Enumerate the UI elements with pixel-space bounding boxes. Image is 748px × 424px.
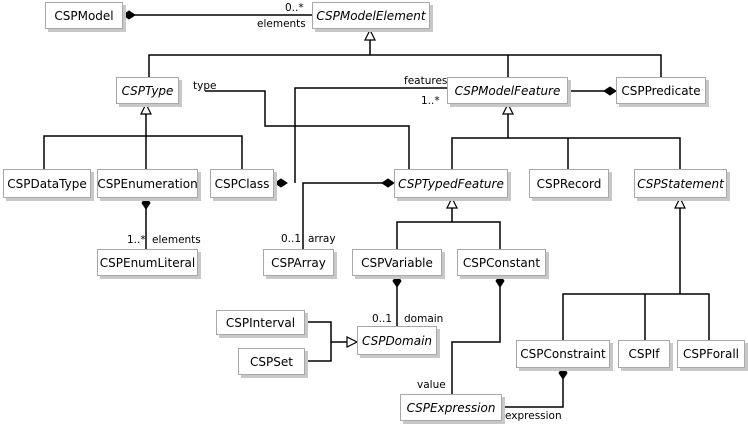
- class-csprecord[interactable]: CSPRecord: [529, 169, 609, 198]
- class-cspset[interactable]: CSPSet: [238, 348, 305, 375]
- class-csparray[interactable]: CSPArray: [263, 249, 334, 276]
- diamond-model: [122, 10, 136, 20]
- diamond-typed-feature: [381, 178, 395, 188]
- class-cspvariable[interactable]: CSPVariable: [352, 249, 442, 276]
- label-domain-multiplicity: 0..1: [372, 313, 393, 325]
- gen-domain-set: [305, 342, 332, 362]
- class-cspmodel[interactable]: CSPModel: [45, 2, 123, 29]
- class-cspif[interactable]: CSPIf: [618, 340, 670, 368]
- gen-bus-type: [43, 135, 243, 169]
- gen-domain-subclasses: [305, 321, 351, 343]
- class-csptypedfeature[interactable]: CSPTypedFeature: [394, 169, 508, 198]
- gen-bus-model-feature: [451, 137, 681, 169]
- label-enum-elements-role: elements: [152, 234, 201, 246]
- triangle-statement: [674, 196, 686, 209]
- composition-constraint-expression: [502, 368, 564, 408]
- label-value-role: value: [417, 379, 446, 391]
- class-cspconstant[interactable]: CSPConstant: [457, 249, 546, 276]
- triangle-typed-feature: [446, 196, 458, 209]
- label-enum-elements-multiplicity: 1..*: [127, 234, 146, 246]
- triangle-type: [140, 102, 152, 115]
- class-cspdomain[interactable]: CSPDomain: [357, 326, 437, 355]
- class-cspexpression[interactable]: CSPExpression: [400, 394, 502, 421]
- triangle-model-feature: [502, 102, 514, 115]
- gen-bus-typed-feature: [396, 221, 501, 249]
- diamond-variable: [392, 274, 402, 288]
- diamond-enumeration: [141, 196, 151, 210]
- class-cspmodelelement[interactable]: CSPModelElement: [312, 2, 430, 29]
- diamond-class-features: [274, 178, 288, 188]
- label-elements-multiplicity: 0..*: [285, 2, 304, 14]
- class-cspstatement[interactable]: CSPStatement: [634, 169, 727, 198]
- diamond-predicate: [603, 86, 617, 96]
- composition-class-features: [294, 87, 447, 183]
- label-array-role: array: [308, 233, 336, 245]
- label-features-multiplicity: 1..*: [421, 95, 440, 107]
- label-type-role: type: [193, 80, 217, 92]
- class-cspmodelfeature[interactable]: CSPModelFeature: [447, 77, 568, 104]
- class-cspconstraint[interactable]: CSPConstraint: [516, 340, 610, 368]
- label-features-role: features: [404, 75, 448, 87]
- composition-constant-value: [451, 276, 501, 394]
- class-csppredicate[interactable]: CSPPredicate: [616, 77, 706, 104]
- gen-bus-statement: [562, 293, 710, 340]
- diamond-constant: [495, 274, 505, 288]
- label-array-multiplicity: 0..1: [281, 233, 302, 245]
- label-elements-role: elements: [257, 18, 306, 30]
- class-cspforall[interactable]: CSPForall: [677, 340, 745, 368]
- class-cspinterval[interactable]: CSPInterval: [216, 310, 305, 335]
- association-type: [205, 90, 410, 169]
- class-csptype[interactable]: CSPType: [116, 77, 179, 104]
- label-domain-role: domain: [404, 313, 444, 325]
- class-cspenumliteral[interactable]: CSPEnumLiteral: [97, 249, 198, 276]
- diamond-constraint: [558, 366, 568, 380]
- label-expression-role: expression: [505, 410, 562, 422]
- class-cspenumeration[interactable]: CSPEnumeration: [97, 169, 198, 198]
- class-cspclass[interactable]: CSPClass: [210, 169, 274, 198]
- gen-bus-model-element: [148, 54, 662, 77]
- class-cspdatatype[interactable]: CSPDataType: [3, 169, 91, 198]
- triangle-model-element: [364, 28, 376, 41]
- triangle-domain: [346, 336, 359, 348]
- composition-typed-feature-array: [302, 182, 385, 249]
